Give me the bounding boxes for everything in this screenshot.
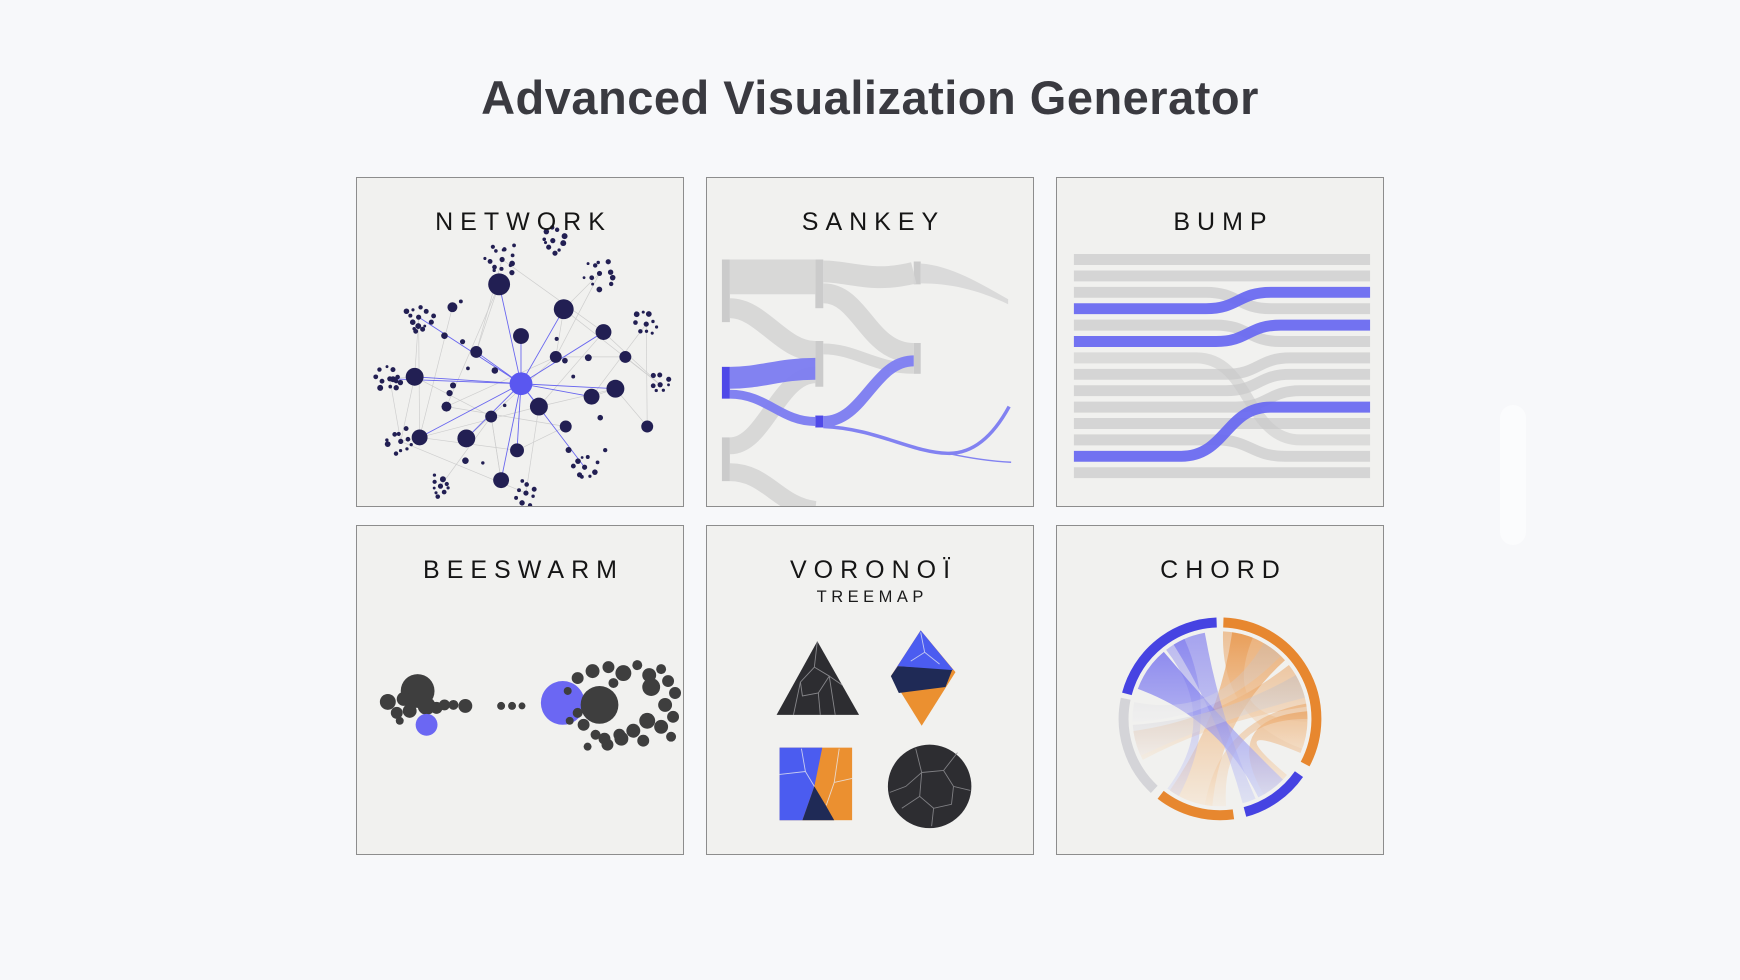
bump-illustration (1073, 254, 1371, 479)
app: { "page": { "title": "Advanced Visualiza… (0, 70, 1740, 980)
card-network-label: NETWORK (435, 208, 612, 236)
card-bump-label: BUMP (1173, 208, 1274, 236)
card-sankey-label: SANKEY (801, 208, 946, 236)
card-voronoi-treemap[interactable]: VORONOÏ TREEMAP (706, 525, 1034, 855)
card-beeswarm[interactable]: BEESWARM (356, 525, 684, 855)
beeswarm-illustration (379, 660, 682, 751)
network-illustration (373, 225, 672, 506)
card-chord-label: CHORD (1160, 556, 1287, 584)
page-title: Advanced Visualization Generator (481, 71, 1259, 124)
card-beeswarm-label: BEESWARM (423, 556, 624, 584)
card-grid: NETWORK SANKEY (356, 177, 1384, 855)
sankey-illustration (721, 259, 1012, 506)
chord-illustration (1118, 617, 1322, 821)
right-edge-glare (1500, 405, 1526, 545)
card-network[interactable]: NETWORK (356, 177, 684, 507)
card-chord[interactable]: CHORD (1056, 525, 1384, 855)
card-sankey[interactable]: SANKEY (706, 177, 1034, 507)
card-bump[interactable]: BUMP (1056, 177, 1384, 507)
voronoi-treemap-illustration (776, 630, 972, 829)
card-voronoi-sublabel: TREEMAP (816, 588, 928, 606)
card-voronoi-label: VORONOÏ (789, 556, 958, 584)
